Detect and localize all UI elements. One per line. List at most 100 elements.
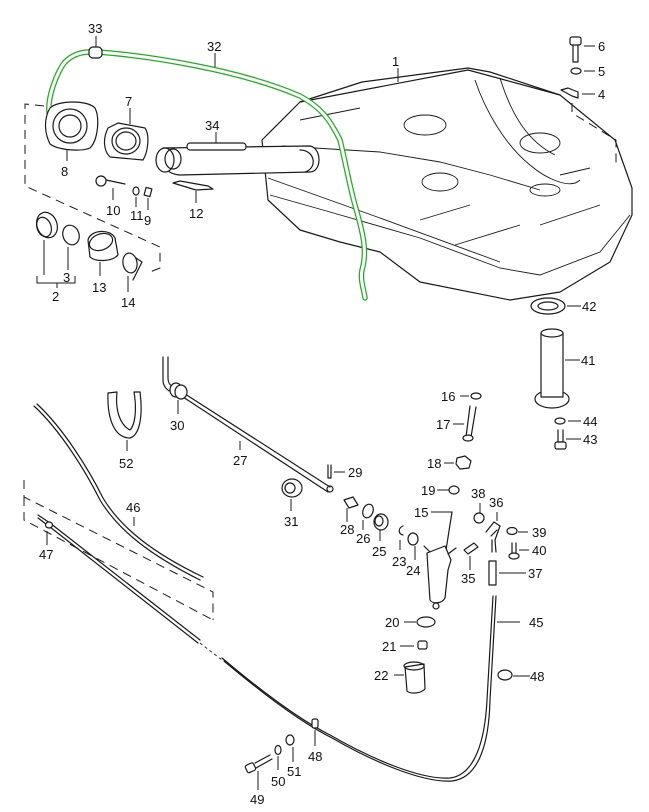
callout-27: 27 — [233, 453, 247, 468]
part-22-filter-bowl[interactable]: 22 — [374, 661, 426, 694]
part-15-fuel-filter-pump[interactable]: 15 — [414, 505, 457, 610]
part-2-filler-cap[interactable]: 2 — [33, 209, 76, 304]
callout-23: 23 — [392, 554, 406, 569]
callout-1: 1 — [392, 54, 399, 69]
callout-7: 7 — [125, 94, 132, 109]
part-19-washer[interactable]: 19 — [421, 483, 460, 498]
part-6-bolt[interactable]: 6 — [569, 36, 605, 63]
callout-42: 42 — [582, 299, 596, 314]
callout-36: 36 — [489, 495, 503, 510]
part-31-grommet[interactable]: 31 — [281, 478, 303, 529]
callout-14: 14 — [121, 295, 135, 310]
callout-45: 45 — [529, 615, 543, 630]
part-5-lock-washer[interactable]: 5 — [570, 64, 605, 79]
part-49-bolt[interactable]: 49 — [244, 754, 273, 807]
part-24-filter-screen[interactable]: 24 — [406, 532, 420, 578]
part-13-collar[interactable]: 13 — [87, 230, 119, 295]
part-41-sender-tube[interactable]: 41 — [534, 328, 595, 409]
callout-2: 2 — [52, 289, 59, 304]
part-26-o-ring[interactable]: 26 — [356, 503, 375, 546]
part-43-screw[interactable]: 43 — [554, 429, 597, 450]
callout-20: 20 — [385, 615, 399, 630]
callout-31: 31 — [284, 514, 298, 529]
callout-33: 33 — [88, 21, 102, 36]
part-46-fuel-line[interactable]: 46 — [33, 403, 204, 581]
part-42-gasket[interactable]: 42 — [530, 297, 596, 315]
part-17-stud[interactable]: 17 — [436, 405, 477, 442]
part-14-hose-clamp[interactable]: 14 — [121, 252, 143, 310]
part-36-hose-elbow[interactable]: 36 — [485, 495, 503, 553]
part-51-nut[interactable]: 51 — [285, 734, 301, 779]
callout-29: 29 — [348, 465, 362, 480]
callout-28: 28 — [340, 522, 354, 537]
part-16-o-ring[interactable]: 16 — [441, 389, 482, 404]
callout-52: 52 — [119, 456, 133, 471]
callout-41: 41 — [581, 353, 595, 368]
callout-13: 13 — [92, 280, 106, 295]
callout-47: 47 — [39, 547, 53, 562]
callout-34: 34 — [205, 118, 219, 133]
part-7-cover-plate[interactable]: 7 — [103, 94, 149, 161]
part-9-nut[interactable]: 9 — [143, 186, 153, 228]
callout-37: 37 — [528, 566, 542, 581]
part-21-plug[interactable]: 21 — [382, 639, 428, 654]
callout-6: 6 — [598, 39, 605, 54]
callout-35: 35 — [461, 571, 475, 586]
fuel-tank[interactable]: 1 — [261, 54, 633, 301]
part-8-filler-flange[interactable]: 8 — [44, 101, 99, 179]
part-33-hose-clamp[interactable]: 33 — [88, 21, 103, 59]
part-20-seal[interactable]: 20 — [385, 615, 436, 630]
callout-50: 50 — [271, 774, 285, 789]
part-18-nut[interactable]: 18 — [427, 455, 472, 471]
callout-38: 38 — [471, 486, 485, 501]
part-25-fitting[interactable]: 25 — [372, 513, 389, 559]
callout-21: 21 — [382, 639, 396, 654]
callout-51: 51 — [287, 764, 301, 779]
callout-12: 12 — [189, 206, 203, 221]
part-48-clip-right[interactable]: 48 — [497, 669, 544, 684]
callout-48-right: 48 — [530, 669, 544, 684]
callout-39: 39 — [532, 525, 546, 540]
part-28-connector[interactable]: 28 — [340, 496, 359, 537]
callout-49: 49 — [250, 792, 264, 807]
part-12-seal-strip[interactable]: 12 — [172, 180, 214, 221]
part-52-strap[interactable]: 52 — [107, 391, 142, 471]
callout-4: 4 — [598, 87, 605, 102]
part-23-circlip[interactable]: 23 — [392, 525, 406, 569]
part-30-grommet[interactable]: 30 — [169, 382, 188, 433]
part-44-washer[interactable]: 44 — [554, 414, 597, 429]
part-35-connector[interactable]: 35 — [461, 542, 479, 586]
part-10-screw[interactable]: 10 — [95, 175, 126, 218]
callout-5: 5 — [598, 64, 605, 79]
callout-17: 17 — [436, 417, 450, 432]
part-45-cable-guide[interactable]: 45 — [199, 595, 543, 782]
part-11-washer[interactable]: 11 — [130, 186, 144, 223]
callout-11: 11 — [130, 208, 144, 223]
part-4-bracket[interactable]: 4 — [560, 87, 605, 102]
callout-18: 18 — [427, 456, 441, 471]
part-48-clip-lower[interactable]: 48 — [308, 718, 322, 764]
callout-9: 9 — [144, 213, 151, 228]
part-27-fuel-line[interactable]: 27 — [162, 356, 334, 493]
part-40-screw[interactable]: 40 — [508, 542, 546, 560]
part-34-vent-tube[interactable]: 34 — [186, 118, 247, 151]
part-37-hose[interactable]: 37 — [488, 560, 542, 586]
part-38-grommet[interactable]: 38 — [471, 486, 485, 524]
callout-46: 46 — [126, 500, 140, 515]
callout-40: 40 — [532, 543, 546, 558]
callout-25: 25 — [372, 544, 386, 559]
part-3-seal-ring[interactable]: 3 — [60, 223, 82, 285]
callout-3: 3 — [63, 270, 70, 285]
part-47-cable[interactable]: 47 — [37, 514, 201, 644]
part-39-clip[interactable]: 39 — [506, 525, 546, 540]
filler-neck[interactable] — [155, 145, 320, 176]
group-bracket-mounting — [571, 103, 617, 167]
part-50-washer[interactable]: 50 — [271, 744, 285, 790]
part-32-vent-hose[interactable]: 32 — [46, 39, 368, 301]
callout-10: 10 — [106, 203, 120, 218]
callout-43: 43 — [583, 432, 597, 447]
callout-44: 44 — [583, 414, 597, 429]
callout-15: 15 — [414, 505, 428, 520]
part-29-pin[interactable]: 29 — [327, 464, 362, 480]
